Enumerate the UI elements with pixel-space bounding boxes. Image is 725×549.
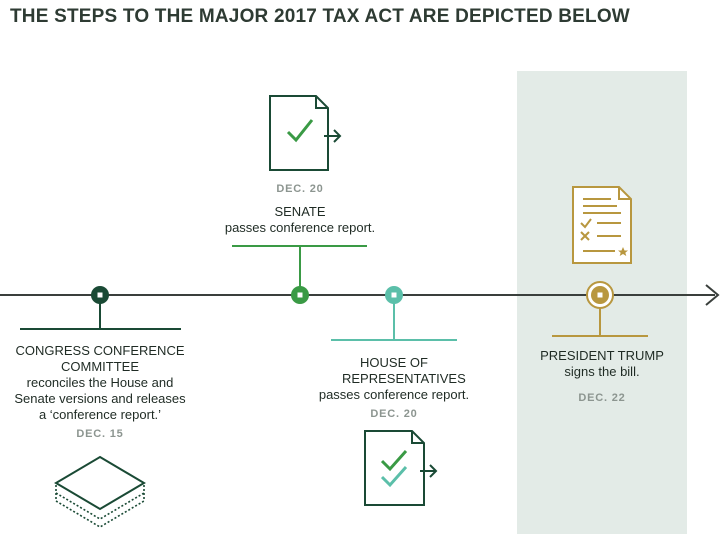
president-label-block: PRESIDENT TRUMP signs the bill. DEC. 22 (520, 348, 684, 406)
house-name: HOUSE OF REPRESENTATIVES (342, 355, 466, 386)
president-name: PRESIDENT TRUMP (540, 348, 664, 363)
senate-name: SENATE (274, 204, 326, 219)
house-date: DEC. 20 (370, 408, 418, 420)
timeline-arrow-icon (705, 284, 720, 306)
president-date: DEC. 22 (578, 392, 626, 404)
timeline-line (0, 294, 715, 296)
document-check-arrow-icon (269, 95, 342, 171)
committee-date: DEC. 15 (76, 428, 124, 440)
senate-label-block: DEC. 20 SENATE passes conference report. (200, 181, 400, 236)
document-double-check-arrow-icon (364, 430, 438, 506)
signed-document-icon (572, 186, 632, 264)
senate-action: passes conference report. (224, 220, 376, 235)
house-action: passes conference report. (318, 387, 470, 402)
senate-date: DEC. 20 (276, 183, 324, 195)
president-action: signs the bill. (564, 364, 640, 379)
committee-name: CONGRESS CONFERENCE COMMITTEE (15, 343, 185, 374)
committee-action: reconciles the House and Senate versions… (14, 375, 186, 422)
page-title: THE STEPS TO THE MAJOR 2017 TAX ACT ARE … (10, 6, 630, 27)
committee-label-block: CONGRESS CONFERENCE COMMITTEE reconciles… (10, 343, 190, 442)
house-label-block: HOUSE OF REPRESENTATIVES passes conferen… (304, 355, 484, 422)
stacked-documents-icon (54, 455, 146, 528)
